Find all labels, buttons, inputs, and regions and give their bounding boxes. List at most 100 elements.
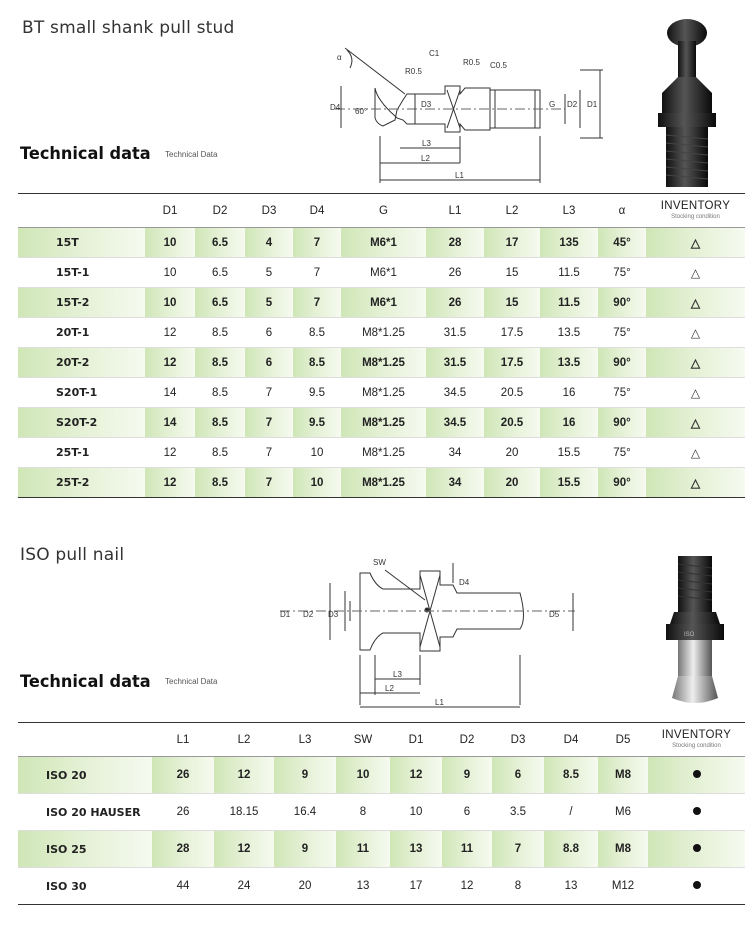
value-cell: 75° — [598, 257, 646, 288]
col-header-d1: D1 — [145, 193, 195, 228]
label-sw: SW — [373, 558, 386, 567]
value-cell: 26 — [152, 793, 214, 831]
col-header-d1: D1 — [390, 722, 442, 757]
value-cell: 10 — [293, 437, 341, 468]
value-cell: 31.5 — [426, 347, 484, 378]
value-cell: 11.5 — [540, 287, 598, 318]
inventory-cell: △ — [646, 257, 745, 288]
value-cell: 7 — [245, 407, 293, 438]
value-cell: M8*1.25 — [341, 467, 426, 498]
value-cell: 26 — [152, 756, 214, 794]
inventory-sub: Stocking condition — [671, 213, 720, 220]
col-header-d4: D4 — [293, 193, 341, 228]
value-cell: 9.5 — [293, 377, 341, 408]
value-cell: 6 — [245, 347, 293, 378]
value-cell: 9 — [274, 756, 336, 794]
col-header-d4: D4 — [544, 722, 598, 757]
value-cell: 90° — [598, 287, 646, 318]
value-cell: 20 — [484, 437, 540, 468]
label-l3: L3 — [393, 670, 402, 679]
col-header-l1: L1 — [426, 193, 484, 228]
label-g: G — [549, 100, 555, 109]
col-header-l3: L3 — [540, 193, 598, 228]
label-l2: L2 — [421, 154, 430, 163]
col-header-d3: D3 — [492, 722, 544, 757]
label-d1: D1 — [280, 610, 291, 619]
value-cell: 17.5 — [484, 317, 540, 348]
col-header-inventory: INVENTORY Stocking condition — [648, 722, 745, 757]
label-d4: D4 — [459, 578, 470, 587]
value-cell: 15.5 — [540, 467, 598, 498]
inventory-cell — [648, 793, 745, 831]
col-header-l2: L2 — [214, 722, 274, 757]
value-cell: M8*1.25 — [341, 317, 426, 348]
value-cell: 10 — [145, 287, 195, 318]
value-cell: 8.5 — [195, 347, 245, 378]
model-cell: 25T-1 — [18, 437, 145, 468]
label-r05b: R0.5 — [463, 58, 480, 67]
triangle-icon: △ — [690, 295, 701, 310]
value-cell: 90° — [598, 407, 646, 438]
bt-pull-stud-photo — [658, 19, 716, 187]
value-cell: 24 — [214, 867, 274, 905]
label-l3: L3 — [422, 139, 431, 148]
value-cell: 34 — [426, 437, 484, 468]
value-cell: 7 — [245, 437, 293, 468]
value-cell: 13 — [544, 867, 598, 905]
value-cell: M8*1.25 — [341, 377, 426, 408]
value-cell: 12 — [390, 756, 442, 794]
value-cell: 20 — [484, 467, 540, 498]
value-cell: 11.5 — [540, 257, 598, 288]
in-stock-dot-icon — [692, 844, 701, 852]
value-cell: 34 — [426, 467, 484, 498]
value-cell: 4 — [245, 227, 293, 258]
iso-header-row: L1 L2 L3 SW D1 D2 D3 D4 D5 INVENTORY Sto… — [18, 722, 745, 757]
triangle-icon: △ — [690, 325, 701, 340]
col-header — [18, 722, 152, 757]
value-cell: 26 — [426, 257, 484, 288]
label-c1: C1 — [429, 49, 440, 58]
model-cell: 15T — [18, 227, 145, 258]
model-cell: 15T-1 — [18, 257, 145, 288]
value-cell: 15 — [484, 287, 540, 318]
col-header-sw: SW — [336, 722, 390, 757]
model-cell: 20T-2 — [18, 347, 145, 378]
value-cell: M8 — [598, 830, 648, 868]
value-cell: 8.5 — [195, 437, 245, 468]
label-c05: C0.5 — [490, 61, 507, 70]
value-cell: 10 — [145, 227, 195, 258]
iso-pull-nail-photo: ISO — [666, 556, 724, 703]
value-cell: 10 — [145, 257, 195, 288]
value-cell: M6*1 — [341, 227, 426, 258]
value-cell: 6 — [245, 317, 293, 348]
in-stock-dot-icon — [692, 807, 701, 815]
col-header-d5: D5 — [598, 722, 648, 757]
photo-marking: ISO — [684, 632, 695, 638]
inventory-cell — [648, 830, 745, 868]
value-cell: 5 — [245, 287, 293, 318]
label-d1: D1 — [587, 100, 598, 109]
model-cell: 15T-2 — [18, 287, 145, 318]
label-d2: D2 — [567, 100, 578, 109]
label-d5: D5 — [549, 610, 560, 619]
value-cell: 17.5 — [484, 347, 540, 378]
iso-section-title: ISO pull nail — [20, 545, 125, 565]
triangle-icon: △ — [690, 445, 701, 460]
value-cell: 11 — [442, 830, 492, 868]
triangle-icon: △ — [690, 355, 701, 370]
inventory-label: INVENTORY — [661, 729, 732, 742]
inventory-sub: Stocking condition — [672, 742, 721, 749]
label-d3: D3 — [328, 610, 339, 619]
model-cell: S20T-2 — [18, 407, 145, 438]
inventory-cell — [648, 756, 745, 794]
value-cell: 8.5 — [195, 407, 245, 438]
value-cell: 44 — [152, 867, 214, 905]
value-cell: 28 — [152, 830, 214, 868]
value-cell: M6 — [598, 793, 648, 831]
value-cell: 20 — [274, 867, 336, 905]
value-cell: 10 — [390, 793, 442, 831]
inventory-cell: △ — [646, 347, 745, 378]
